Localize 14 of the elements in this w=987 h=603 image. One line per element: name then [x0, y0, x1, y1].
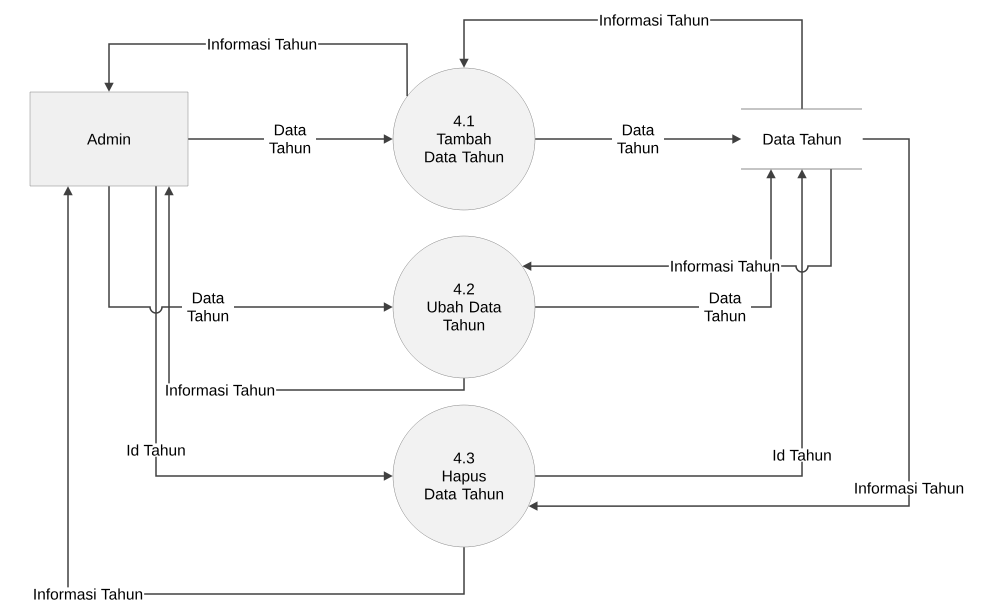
edge-label: Data Tahun: [182, 292, 234, 322]
edge-label: Id Tahun: [771, 448, 833, 462]
edge-label: Id Tahun: [125, 443, 187, 457]
edge-label: Informasi Tahun: [668, 259, 782, 273]
edge-label: Informasi Tahun: [32, 587, 144, 601]
edge-label: Data Tahun: [264, 124, 316, 154]
edge-label: Informasi Tahun: [164, 383, 276, 397]
edge-label: Data Tahun: [612, 124, 664, 154]
data-store: Data Tahun: [740, 108, 862, 170]
edge-label: Informasi Tahun: [598, 13, 710, 27]
edge-label: Informasi Tahun: [206, 37, 318, 51]
entity-box: Admin: [30, 92, 188, 186]
edge-label: Data Tahun: [699, 292, 751, 322]
edge-label: Informasi Tahun: [852, 481, 966, 495]
